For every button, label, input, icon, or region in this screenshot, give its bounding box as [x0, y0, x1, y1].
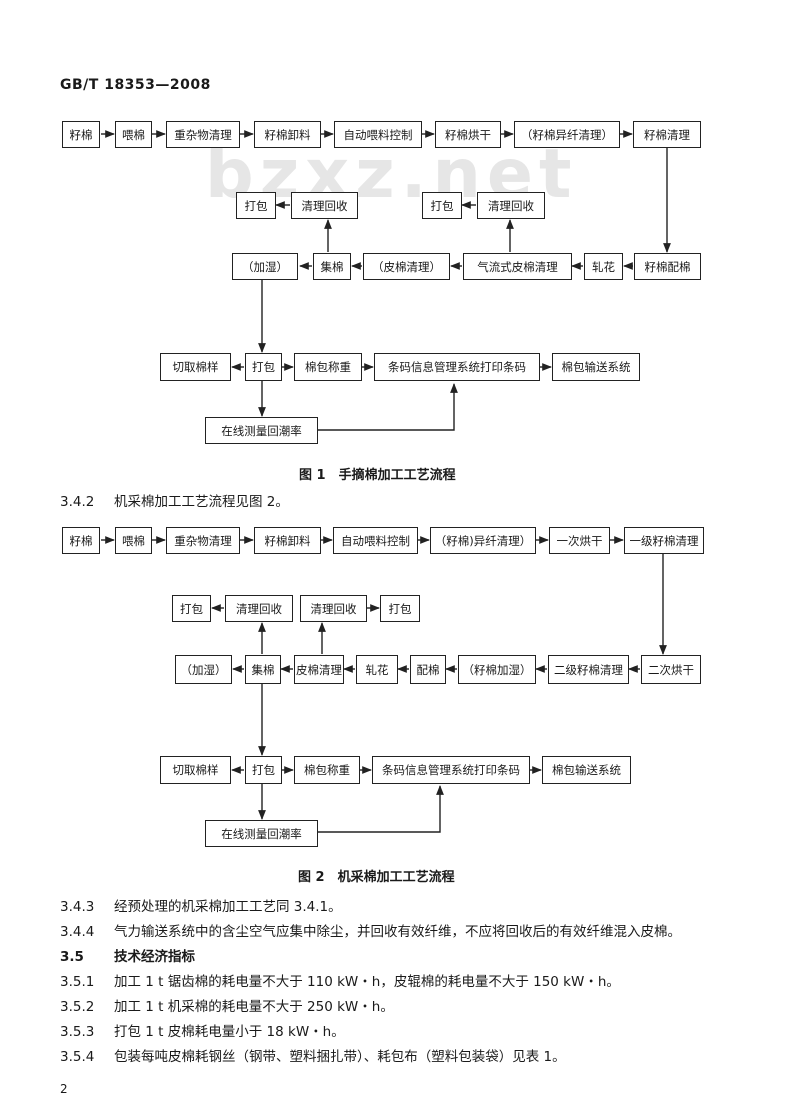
fig2-node-weighing: 棉包称重 [294, 756, 360, 784]
fig1-node-conveying: 棉包输送系统 [552, 353, 640, 381]
fig2-node-collect: 集棉 [245, 655, 281, 684]
fig2-node-foreign-fiber: （籽棉)异纤清理） [430, 527, 536, 554]
para-3-5-1: 3.5.1 加工 1 t 锯齿棉的耗电量不大于 110 kW・h，皮辊棉的耗电量不… [60, 970, 620, 990]
fig2-node-second-cleaning: 二级籽棉清理 [548, 655, 629, 684]
para-text: 气力输送系统中的含尘空气应集中除尘，并回收有效纤维，不应将回收后的有效纤维混入皮… [114, 924, 681, 940]
fig1-node-drying: 籽棉烘干 [435, 121, 501, 148]
fig2-node-seed-cotton: 籽棉 [62, 527, 100, 554]
fig2-node-baling-c: 打包 [245, 756, 282, 784]
fig1-node-lint-clean: （皮棉清理） [363, 253, 450, 280]
fig1-node-recovery-a: 清理回收 [291, 192, 358, 219]
fig1-node-moisture: 在线测量回潮率 [205, 417, 318, 444]
fig1-node-ginning: 轧花 [584, 253, 623, 280]
fig2-node-baling-b: 打包 [380, 595, 420, 622]
para-3-4-4: 3.4.4 气力输送系统中的含尘空气应集中除尘，并回收有效纤维，不应将回收后的有效… [60, 920, 681, 940]
para-3-5-4: 3.5.4 包装每吨皮棉耗钢丝（钢带、塑料捆扎带）、耗包布（塑料包装袋）见表 1。 [60, 1045, 566, 1065]
fig2-node-second-drying: 二次烘干 [641, 655, 701, 684]
fig2-node-feeding: 喂棉 [115, 527, 152, 554]
fig2-node-humidify: （加湿） [175, 655, 232, 684]
fig2-node-heavy-trash: 重杂物清理 [166, 527, 240, 554]
fig1-node-collect: 集棉 [313, 253, 351, 280]
para-number: 3.4.3 [60, 899, 95, 915]
fig2-node-moisture: 在线测量回潮率 [205, 820, 318, 847]
para-number: 3.5.2 [60, 999, 95, 1015]
fig1-node-baling-b: 打包 [422, 192, 462, 219]
fig1-caption: 图 1 手摘棉加工工艺流程 [299, 468, 456, 483]
fig2-node-distribution: 配棉 [410, 655, 446, 684]
fig1-node-seed-cleaning: 籽棉清理 [633, 121, 701, 148]
fig2-node-lint-clean: 皮棉清理 [294, 655, 344, 684]
page-number: 2 [60, 1082, 68, 1096]
fig1-node-weighing: 棉包称重 [294, 353, 362, 381]
fig2-node-first-cleaning: 一级籽棉清理 [624, 527, 704, 554]
fig1-node-unloading: 籽棉卸料 [254, 121, 321, 148]
para-number: 3.5.3 [60, 1024, 95, 1040]
fig1-node-auto-feed: 自动喂料控制 [334, 121, 422, 148]
fig1-node-baling-c: 打包 [245, 353, 282, 381]
fig1-node-foreign-fiber: （籽棉异纤清理） [514, 121, 620, 148]
fig2-node-unloading: 籽棉卸料 [254, 527, 321, 554]
fig2-node-conveying: 棉包输送系统 [542, 756, 631, 784]
fig2-node-baling-a: 打包 [172, 595, 211, 622]
fig1-node-humidify: （加湿） [232, 253, 298, 280]
section-title: 技术经济指标 [114, 949, 195, 965]
fig2-node-first-drying: 一次烘干 [549, 527, 610, 554]
fig2-node-auto-feed: 自动喂料控制 [333, 527, 418, 554]
fig1-node-seed-cotton: 籽棉 [62, 121, 100, 148]
para-text: 经预处理的机采棉加工工艺同 3.4.1。 [114, 899, 342, 915]
fig2-node-seed-humidify: （籽棉加湿） [458, 655, 536, 684]
para-text: 包装每吨皮棉耗钢丝（钢带、塑料捆扎带）、耗包布（塑料包装袋）见表 1。 [114, 1049, 566, 1065]
fig2-node-recovery-a: 清理回收 [225, 595, 293, 622]
fig1-node-feeding: 喂棉 [115, 121, 152, 148]
para-3-5-3: 3.5.3 打包 1 t 皮棉耗电量小于 18 kW・h。 [60, 1020, 345, 1040]
fig1-node-barcode: 条码信息管理系统打印条码 [374, 353, 540, 381]
para-number: 3.5.4 [60, 1049, 95, 1065]
para-number: 3.5.1 [60, 974, 95, 990]
para-text: 打包 1 t 皮棉耗电量小于 18 kW・h。 [114, 1024, 345, 1040]
fig2-caption: 图 2 机采棉加工工艺流程 [298, 870, 455, 885]
fig1-node-baling-a: 打包 [236, 192, 276, 219]
section-number: 3.5 [60, 949, 84, 965]
standard-code: GB/T 18353—2008 [60, 77, 211, 93]
para-text: 加工 1 t 机采棉的耗电量不大于 250 kW・h。 [114, 999, 394, 1015]
para-3-4-2: 3.4.2 机采棉加工工艺流程见图 2。 [60, 490, 289, 510]
para-text: 机采棉加工工艺流程见图 2。 [114, 494, 289, 510]
section-3-5-heading: 3.5 技术经济指标 [60, 945, 195, 965]
para-3-4-3: 3.4.3 经预处理的机采棉加工工艺同 3.4.1。 [60, 895, 342, 915]
fig2-node-barcode: 条码信息管理系统打印条码 [372, 756, 530, 784]
fig1-node-air-lint-clean: 气流式皮棉清理 [463, 253, 572, 280]
para-number: 3.4.4 [60, 924, 95, 940]
para-text: 加工 1 t 锯齿棉的耗电量不大于 110 kW・h，皮辊棉的耗电量不大于 15… [114, 974, 620, 990]
fig1-node-sampling: 切取棉样 [160, 353, 231, 381]
fig1-node-heavy-trash: 重杂物清理 [166, 121, 240, 148]
para-number: 3.4.2 [60, 494, 95, 510]
para-3-5-2: 3.5.2 加工 1 t 机采棉的耗电量不大于 250 kW・h。 [60, 995, 394, 1015]
fig1-node-distribution: 籽棉配棉 [634, 253, 701, 280]
fig1-node-recovery-b: 清理回收 [477, 192, 545, 219]
fig2-node-ginning: 轧花 [356, 655, 398, 684]
fig2-node-recovery-b: 清理回收 [300, 595, 367, 622]
fig2-node-sampling: 切取棉样 [160, 756, 231, 784]
